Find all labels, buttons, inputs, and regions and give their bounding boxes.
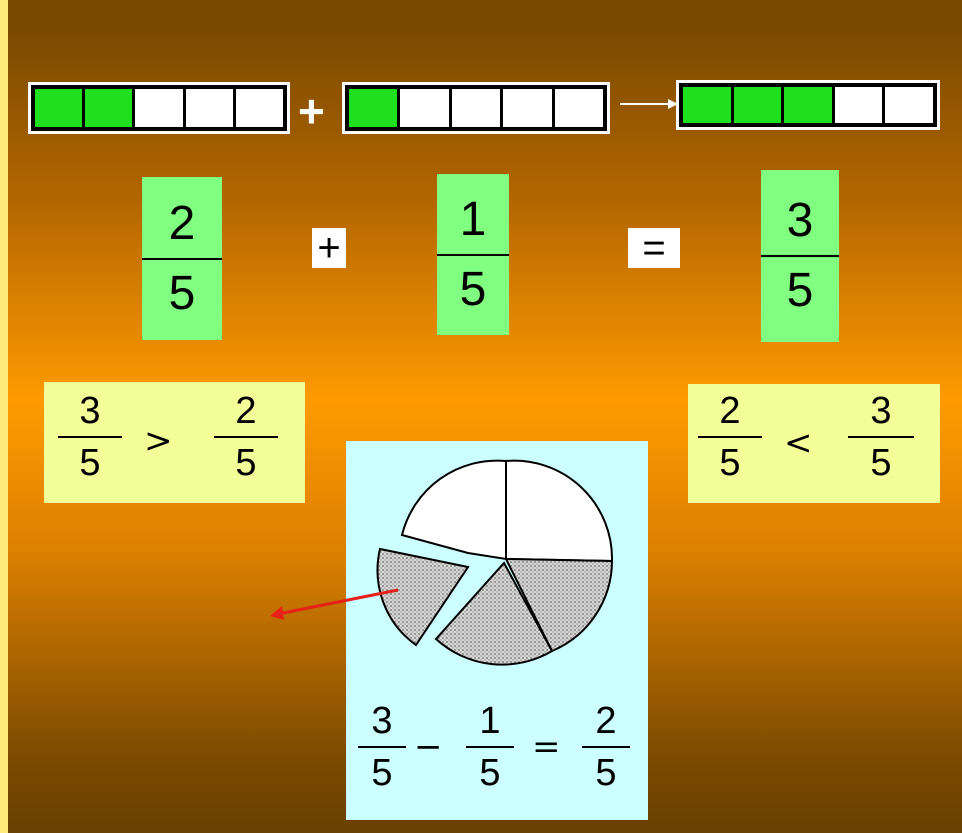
greater-than-symbol: >: [144, 424, 173, 458]
denominator: 5: [371, 754, 392, 792]
denominator: 5: [479, 754, 500, 792]
fraction-three-fifths-small: 3 5: [848, 392, 914, 482]
numerator: 3: [787, 197, 814, 245]
numerator: 2: [719, 392, 740, 430]
bar-cell: [885, 87, 933, 123]
numerator: 2: [235, 392, 256, 430]
fraction-line: [358, 746, 406, 748]
bar-cell: [400, 89, 448, 127]
fraction-line: [142, 258, 222, 260]
fraction-line: [761, 255, 839, 257]
fraction-three-fifths-small: 3 5: [358, 702, 406, 792]
red-arrow-icon: [264, 582, 404, 622]
denominator: 5: [235, 444, 256, 482]
equals-operator: =: [628, 228, 680, 268]
fraction-two-fifths: 2 5: [142, 177, 222, 340]
fraction-two-fifths-small: 2 5: [698, 392, 762, 482]
fraction-line: [58, 436, 122, 438]
fraction-line: [437, 254, 509, 256]
pie-illustration-box: [346, 441, 648, 691]
fraction-one-fifth: 1 5: [437, 174, 509, 335]
fraction-bar-middle: [342, 82, 610, 134]
bar-cell: [555, 89, 603, 127]
bar-cell: [349, 89, 397, 127]
bar-cell: [784, 87, 832, 123]
denominator: 5: [79, 444, 100, 482]
fraction-line: [698, 436, 762, 438]
pie-slice-unshaded-right: [506, 461, 612, 561]
denominator: 5: [787, 267, 814, 315]
equals-symbol: =: [532, 730, 561, 764]
plus-operator: +: [312, 228, 346, 268]
fraction-bar-left: [28, 82, 290, 134]
minus-symbol: −: [414, 730, 443, 764]
bar-cell: [683, 87, 731, 123]
bar-cell: [135, 89, 182, 127]
denominator: 5: [595, 754, 616, 792]
numerator: 3: [371, 702, 392, 740]
bar-cell: [236, 89, 283, 127]
bar-left-cells: [31, 85, 287, 131]
bar-cell: [186, 89, 233, 127]
numerator: 2: [169, 200, 196, 248]
numerator: 2: [595, 702, 616, 740]
pie-chart-illustration: [346, 441, 648, 691]
numerator: 1: [479, 702, 500, 740]
fraction-three-fifths: 3 5: [761, 170, 839, 342]
bar-right-cells: [679, 83, 937, 127]
comparison-less-box: 2 5 < 3 5: [688, 384, 940, 503]
bar-middle-cells: [345, 85, 607, 131]
fraction-one-fifth-small: 1 5: [466, 702, 514, 792]
denominator: 5: [870, 444, 891, 482]
denominator: 5: [460, 266, 487, 314]
bar-cell: [734, 87, 782, 123]
fraction-two-fifths-small: 2 5: [582, 702, 630, 792]
subtraction-equation-box: 3 5 − 1 5 = 2 5: [346, 690, 648, 820]
fraction-line: [466, 746, 514, 748]
bar-plus-sign: +: [298, 88, 325, 134]
less-than-symbol: <: [784, 426, 813, 460]
fraction-line: [214, 436, 278, 438]
fraction-line: [848, 436, 914, 438]
bar-cell: [35, 89, 82, 127]
bar-cell: [85, 89, 132, 127]
bar-cell: [503, 89, 551, 127]
denominator: 5: [169, 270, 196, 318]
numerator: 3: [870, 392, 891, 430]
bar-cell: [452, 89, 500, 127]
numerator: 3: [79, 392, 100, 430]
pie-slice-unshaded-left: [402, 461, 506, 559]
right-arrow-icon: [618, 94, 680, 114]
fraction-two-fifths-small: 2 5: [214, 392, 278, 482]
fraction-line: [582, 746, 630, 748]
bar-cell: [835, 87, 883, 123]
numerator: 1: [460, 196, 487, 244]
fraction-three-fifths-small: 3 5: [58, 392, 122, 482]
fraction-bar-right: [676, 80, 940, 130]
comparison-greater-box: 3 5 > 2 5: [44, 382, 305, 503]
denominator: 5: [719, 444, 740, 482]
